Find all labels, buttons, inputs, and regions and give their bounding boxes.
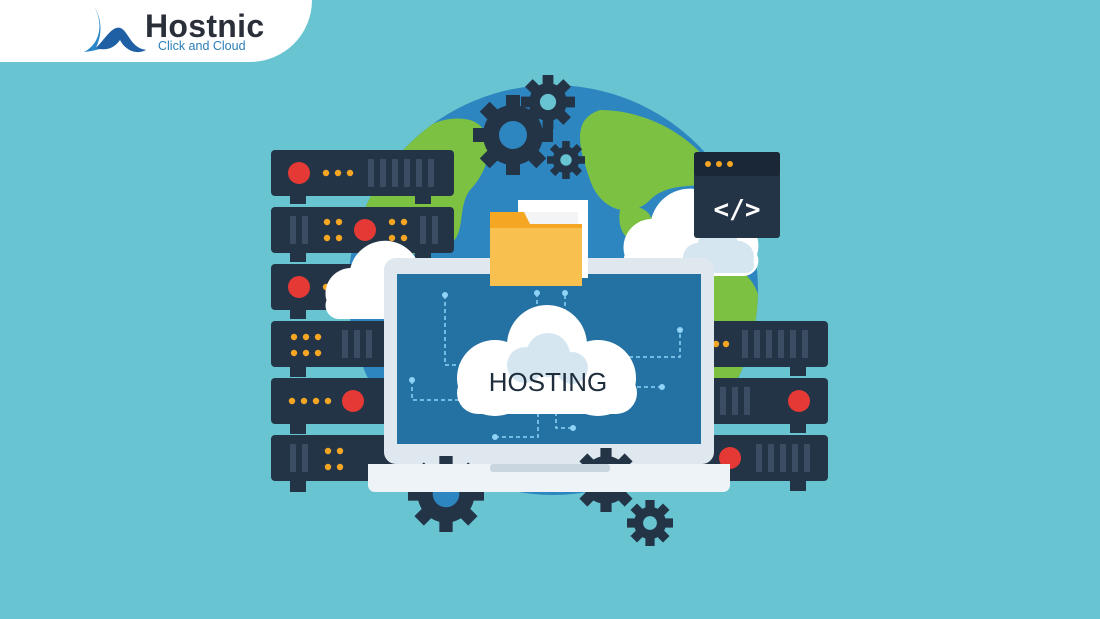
laptop-trackpad <box>490 464 610 472</box>
folder-icon <box>490 200 588 286</box>
code-window: </> <box>694 152 780 238</box>
laptop-base <box>368 464 730 492</box>
brand-name: Hostnic <box>145 8 265 44</box>
gear-icon <box>547 141 585 179</box>
hosting-label: HOSTING <box>489 367 607 397</box>
logo-header: Hostnic Click and Cloud <box>0 0 312 62</box>
hosting-cloud: HOSTING <box>457 305 637 416</box>
gear-icon <box>627 500 673 546</box>
code-symbol: </> <box>714 195 761 225</box>
wave-logo-icon <box>84 6 146 53</box>
gear-icon <box>521 75 575 129</box>
brand-tagline: Click and Cloud <box>158 39 246 53</box>
server-rack-right <box>700 321 828 491</box>
